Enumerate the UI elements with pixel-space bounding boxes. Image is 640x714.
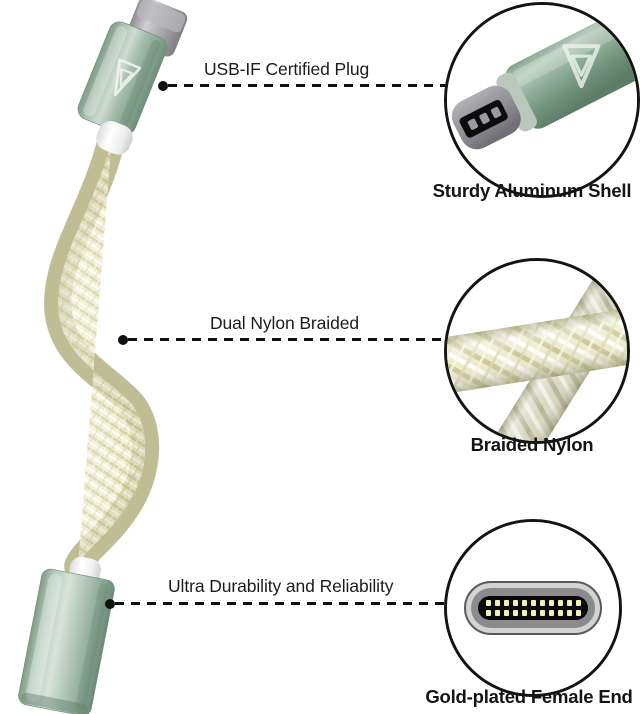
detail-circle-gold-plated-end: [444, 519, 622, 697]
callout-label-female: Ultra Durability and Reliability: [168, 576, 394, 596]
callout-line-braid: [128, 338, 446, 341]
callout-dot-female: [105, 599, 115, 609]
detail-caption-gold-plated-end: Gold-plated Female End: [425, 686, 633, 707]
detail-caption-aluminum-shell: Sturdy Aluminum Shell: [432, 180, 632, 201]
callout-label-braid: Dual Nylon Braided: [210, 313, 359, 333]
braided-cable-body: [20, 110, 200, 590]
usb-c-male-connector-closeup-icon: [447, 5, 637, 195]
gold-pins-bottom: [486, 610, 581, 616]
gold-pins-top: [486, 600, 581, 606]
usb-c-female-end: [18, 556, 115, 714]
callout-line-plug: [168, 84, 446, 87]
detail-circle-braided-nylon: [444, 258, 630, 444]
usb-c-female-port-closeup-icon: [447, 522, 619, 694]
detail-circle-aluminum-shell: [444, 2, 640, 198]
detail-caption-braided-nylon: Braided Nylon: [470, 434, 594, 455]
brand-triangle-logo: [113, 58, 142, 96]
callout-dot-plug: [158, 81, 168, 91]
nylon-braid-closeup-icon: [447, 261, 627, 441]
callout-line-female: [115, 602, 446, 605]
callout-label-plug: USB-IF Certified Plug: [204, 59, 370, 79]
usb-c-male-plug: [77, 0, 188, 155]
callout-dot-braid: [118, 335, 128, 345]
